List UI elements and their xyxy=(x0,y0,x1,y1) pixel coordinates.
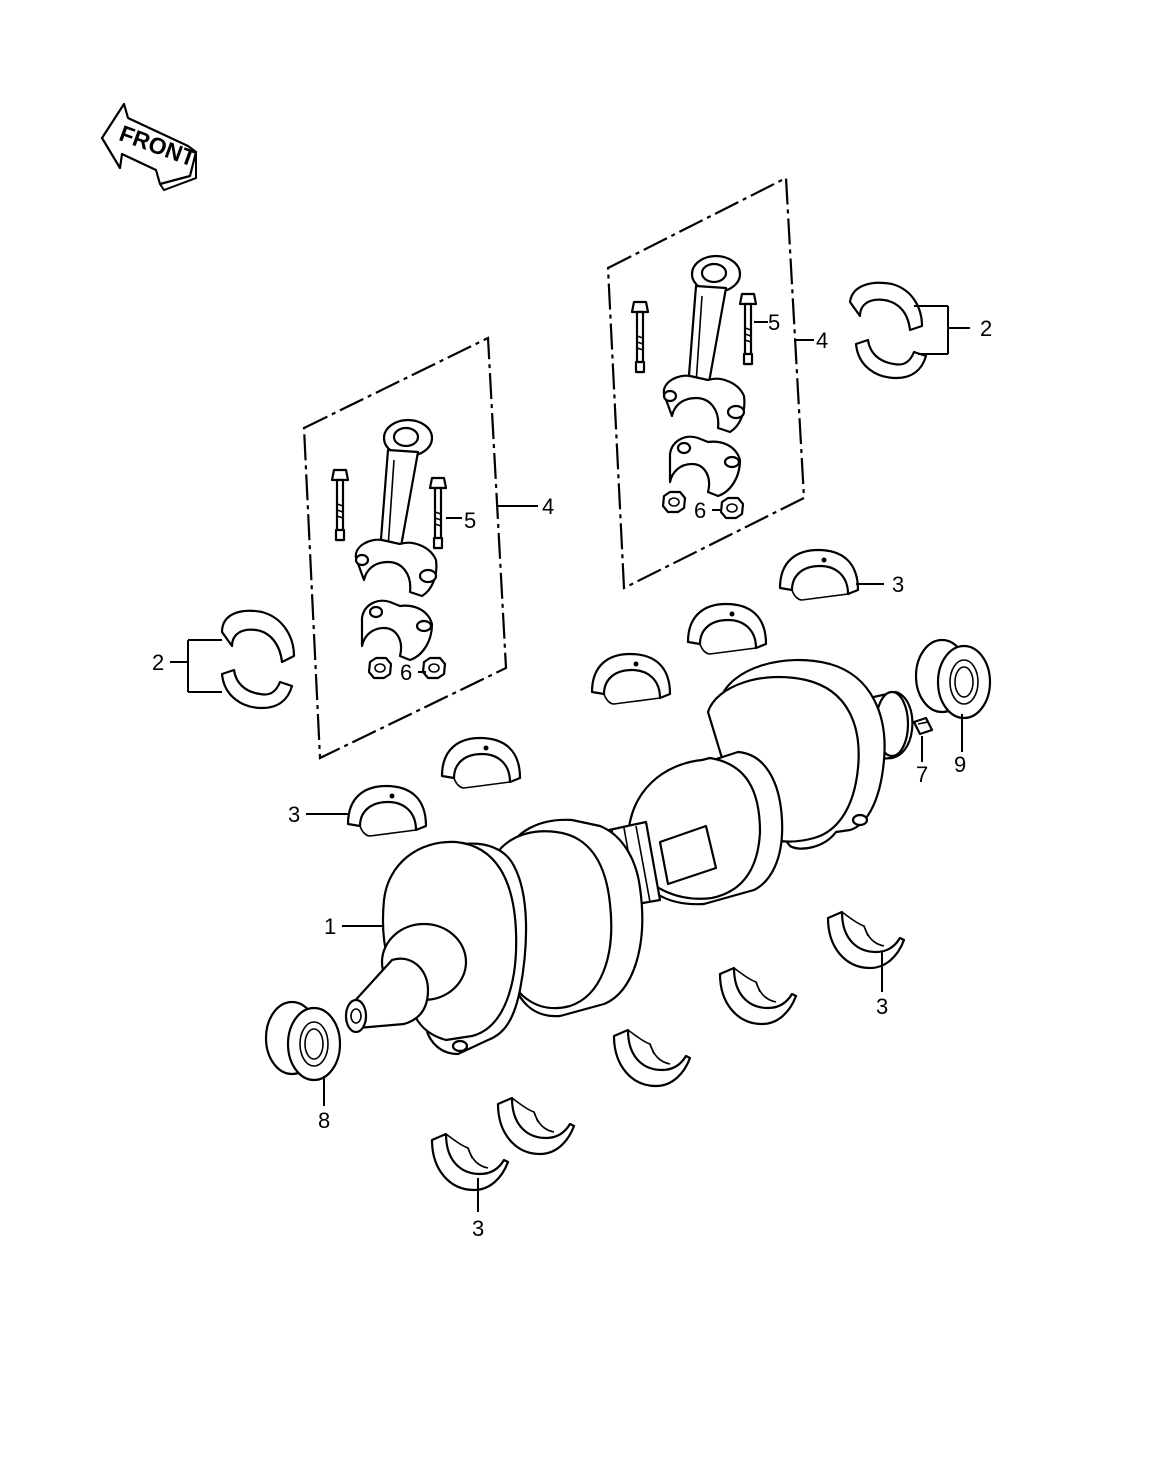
conrod-assembly-left xyxy=(302,336,508,760)
crank-bearing-pair-right xyxy=(848,281,928,380)
callout-main-bearing-c: 3 xyxy=(876,994,888,1019)
callout-rod-assembly-left: 4 xyxy=(542,494,554,519)
callout-key: 7 xyxy=(916,762,928,787)
callout-main-bearing-d: 3 xyxy=(472,1216,484,1241)
callout-rod-bolt-right: 5 xyxy=(768,310,780,335)
oil-seal-right xyxy=(914,638,992,720)
woodruff-key xyxy=(912,716,934,736)
crank-bearing-pair-left xyxy=(220,609,296,710)
callout-rod-bolt-left: 5 xyxy=(464,508,476,533)
callout-oil-seal-left: 8 xyxy=(318,1108,330,1133)
callout-crankshaft: 1 xyxy=(324,914,336,939)
callout-rod-nut-left: 6 xyxy=(400,660,412,685)
callout-rod-nut-right: 6 xyxy=(694,498,706,523)
oil-seal-left xyxy=(264,1000,342,1082)
callout-bearing-upper-left: 2 xyxy=(152,650,164,675)
leader-lines xyxy=(170,305,970,1212)
conrod-assembly-right xyxy=(606,176,806,590)
callout-oil-seal-right: 9 xyxy=(954,752,966,777)
callout-rod-assembly-right: 4 xyxy=(816,328,828,353)
callout-numbers: 1 2 2 3 3 3 3 4 4 5 5 6 6 7 8 9 xyxy=(152,310,992,1241)
callout-bearing-upper-right: 2 xyxy=(980,316,992,341)
front-arrow-icon: FRONT xyxy=(100,102,199,192)
callout-main-bearing-a: 3 xyxy=(288,802,300,827)
crankshaft xyxy=(344,658,914,1056)
callout-main-bearing-b: 3 xyxy=(892,572,904,597)
